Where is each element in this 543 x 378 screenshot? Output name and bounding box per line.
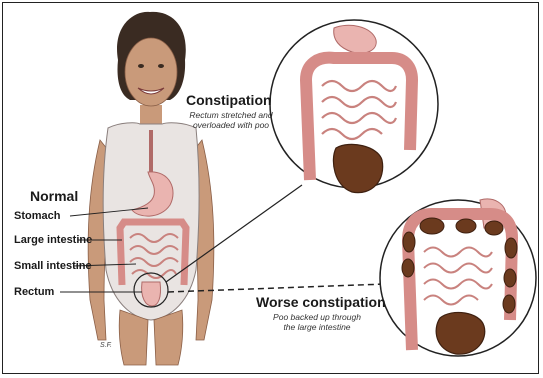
- artist-signature: S.F.: [100, 342, 112, 349]
- worse-constipation-circle: [380, 199, 536, 356]
- worse-desc-line2: the large intestine: [262, 322, 372, 332]
- constipation-description: Rectum stretched and overloaded with poo: [186, 110, 276, 130]
- label-stomach: Stomach: [14, 210, 60, 222]
- constipation-desc-line2: overloaded with poo: [186, 120, 276, 130]
- worse-constipation-description: Poo backed up through the large intestin…: [262, 312, 372, 332]
- label-small-intestine: Small intestine: [14, 260, 92, 272]
- label-normal: Normal: [30, 188, 78, 204]
- constipation-title: Constipation: [186, 92, 272, 108]
- worse-constipation-title: Worse constipation: [256, 294, 386, 310]
- constipation-desc-line1: Rectum stretched and: [186, 110, 276, 120]
- worse-desc-line1: Poo backed up through: [262, 312, 372, 322]
- constipation-circle: [270, 20, 438, 193]
- label-large-intestine: Large intestine: [14, 234, 92, 246]
- child-figure: [88, 12, 214, 365]
- label-rectum: Rectum: [14, 286, 54, 298]
